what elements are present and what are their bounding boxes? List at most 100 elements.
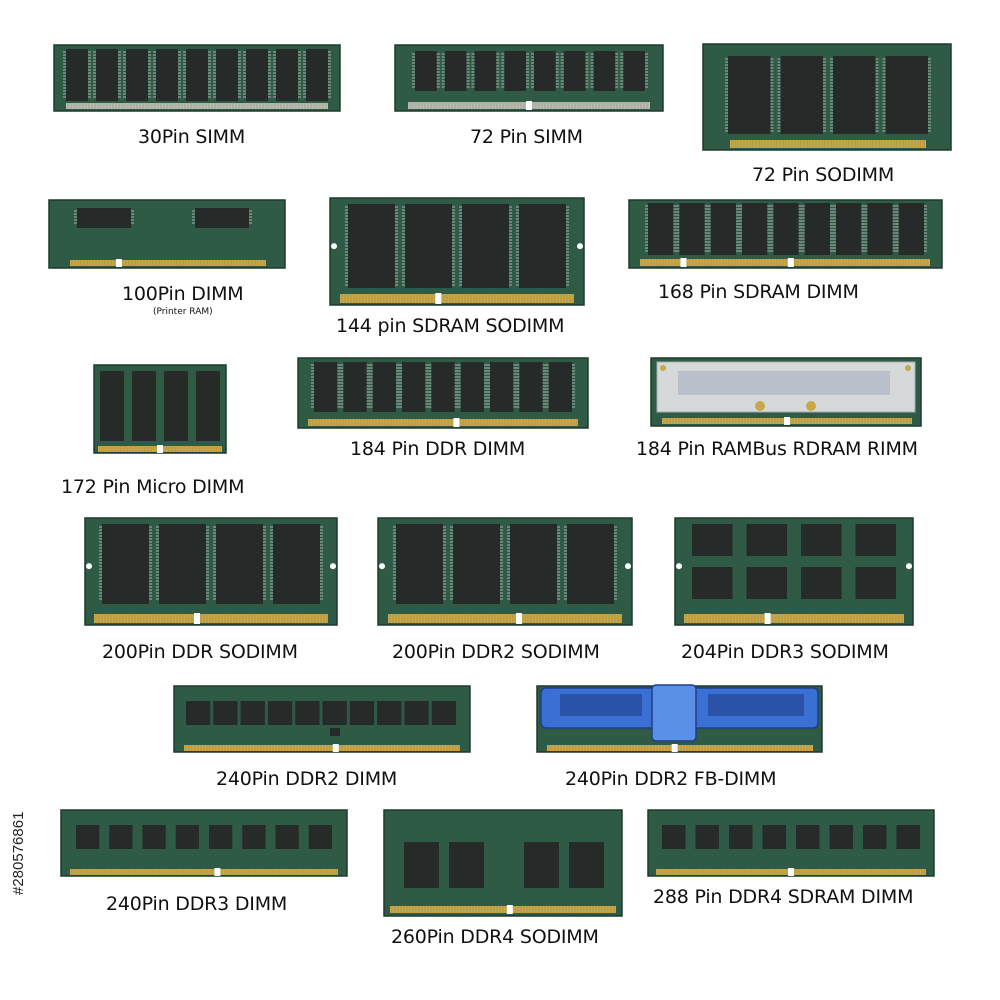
memory-chip [132,371,156,441]
memory-chip [449,842,484,888]
memory-chip [855,524,896,556]
memory-chip [77,208,131,228]
key-notch [214,868,221,876]
label-204pin-ddr3-sodimm: 204Pin DDR3 SODIMM [681,641,889,663]
memory-chip [372,362,396,412]
memory-chip [534,51,556,91]
label-144pin-sdram-sodimm: 144 pin SDRAM SODIMM [336,315,565,337]
memory-chip [444,51,467,91]
label-168pin-sdram-dimm: 168 Pin SDRAM DIMM [658,281,859,303]
pcb-board [60,809,348,877]
memory-chip [76,825,100,849]
memory-chip [453,524,500,604]
memory-chip [102,524,149,604]
memory-chip [474,51,497,91]
module-72pin-simm [394,44,664,112]
memory-chip [306,49,328,101]
module-260pin-ddr4-sodimm [383,809,623,917]
memory-chip [519,362,543,412]
memory-chip [896,825,920,849]
gold-contacts [94,614,328,623]
memory-chip [867,203,893,255]
heatspreader-panel [560,694,642,716]
memory-chip [415,51,437,91]
key-notch [453,418,460,427]
module-240pin-ddr2-fb-dimm [536,684,823,753]
side-notch [625,563,631,570]
memory-chip [863,825,887,849]
memory-chip [175,825,199,849]
label-172pin-micro-dimm: 172 Pin Micro DIMM [61,476,245,498]
side-notch [331,243,337,250]
module-200pin-ddr2-sodimm [377,517,633,626]
memory-chip [695,825,719,849]
memory-chip [710,203,736,255]
memory-chip [96,49,118,101]
screw [755,401,765,411]
memory-chip [569,842,604,888]
memory-chip [209,825,233,849]
module-100pin-dimm [48,199,286,269]
module-172pin-micro-dimm [93,364,227,454]
memory-chip [273,524,320,604]
key-notch [680,258,687,267]
memory-chip [322,701,347,725]
memory-chip [377,701,402,725]
memory-chip [692,567,733,599]
memory-chip [405,204,452,288]
module-144pin-sdram-sodimm [329,197,585,306]
module-240pin-ddr2-dimm [173,685,471,753]
key-notch [193,613,200,624]
key-notch [157,445,163,453]
heatspreader-panel [708,694,804,716]
gold-contacts [547,745,813,751]
key-notch [788,868,794,876]
memory-chip [648,203,674,255]
memory-chip [462,204,509,288]
memory-chip [404,701,429,725]
memory-chip [728,56,771,134]
memory-chip [729,825,753,849]
memory-chip [164,371,188,441]
memory-chip [510,524,557,604]
module-30pin-simm [53,44,341,112]
memory-chip [833,56,876,134]
label-200pin-ddr-sodimm: 200Pin DDR SODIMM [102,641,298,663]
key-notch [764,613,771,624]
memory-chip [524,842,559,888]
gold-contacts [388,614,622,623]
memory-chip [330,728,340,736]
memory-chip [801,567,842,599]
gold-contacts [184,745,460,751]
memory-chip [267,701,293,725]
memory-chip [66,49,88,101]
memory-chip [855,567,896,599]
memory-chip [692,524,733,556]
memory-chip [490,362,514,412]
module-184pin-rambus-rimm [650,357,922,427]
memory-chip [898,203,924,255]
key-notch [671,744,678,752]
memory-chip [780,56,823,134]
memory-chip [801,524,842,556]
memory-chip [460,362,484,412]
side-notch [379,563,385,570]
module-240pin-ddr3-dimm [60,809,348,877]
module-204pin-ddr3-sodimm [674,517,914,626]
memory-chip [746,567,787,599]
memory-chip [343,362,367,412]
module-168pin-sdram-dimm [628,199,943,269]
memory-chip [662,825,686,849]
key-notch [784,417,790,425]
memory-chip [314,362,338,412]
side-notch [330,563,336,570]
key-notch [506,905,513,914]
label-184pin-ddr-dimm: 184 Pin DDR DIMM [350,438,526,460]
memory-chip [796,825,820,849]
memory-chip [196,371,220,441]
label-30pin-simm: 30Pin SIMM [138,126,246,148]
side-notch [676,563,682,570]
label-240pin-ddr3-dimm: 240Pin DDR3 DIMM [106,893,288,915]
